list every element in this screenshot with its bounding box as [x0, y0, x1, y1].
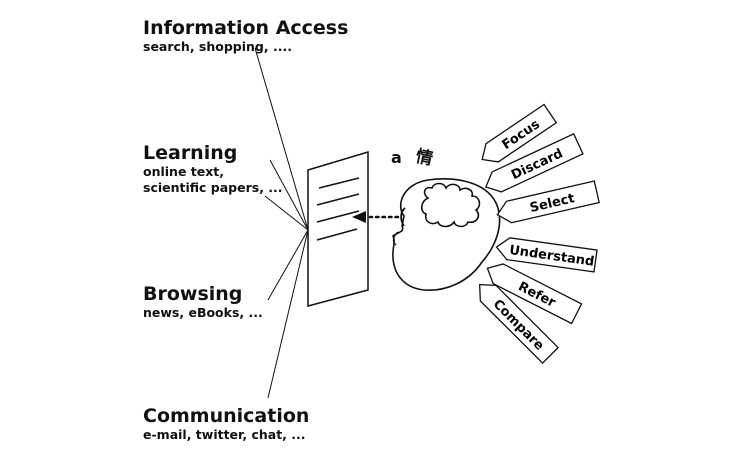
category-examples: e-mail, twitter, chat, ... — [143, 427, 306, 442]
category-title: Information Access — [143, 17, 349, 39]
category-examples: news, eBooks, ... — [143, 305, 263, 320]
category-browsing: Browsing news, eBooks, ... — [143, 283, 263, 321]
connector-line — [267, 229, 309, 399]
head-icon — [391, 178, 501, 291]
speech-glyph-kanji: 情 — [414, 146, 435, 170]
action-focus: Focus — [481, 103, 558, 163]
connector-line — [269, 159, 309, 231]
connector-lines — [254, 47, 309, 399]
action-select: Select — [496, 180, 600, 224]
connector-line — [264, 195, 309, 231]
document-icon — [307, 150, 369, 307]
gaze-arrow — [352, 211, 400, 223]
connector-line — [254, 47, 309, 231]
category-examples: search, shopping, .... — [143, 39, 292, 54]
speech-glyph-latin: a — [391, 148, 402, 167]
connector-line — [267, 229, 309, 301]
category-communication: Communication e-mail, twitter, chat, ... — [143, 405, 309, 443]
category-title: Browsing — [143, 283, 243, 305]
category-examples: online text, — [143, 164, 225, 179]
category-learning: Learning online text, scientific papers,… — [143, 142, 283, 196]
category-title: Communication — [143, 405, 310, 427]
action-understand: Understand — [495, 237, 598, 273]
category-information-access: Information Access search, shopping, ...… — [143, 17, 348, 55]
category-title: Learning — [143, 142, 238, 164]
brain-icon — [420, 182, 481, 228]
category-examples: scientific papers, ... — [143, 180, 283, 195]
